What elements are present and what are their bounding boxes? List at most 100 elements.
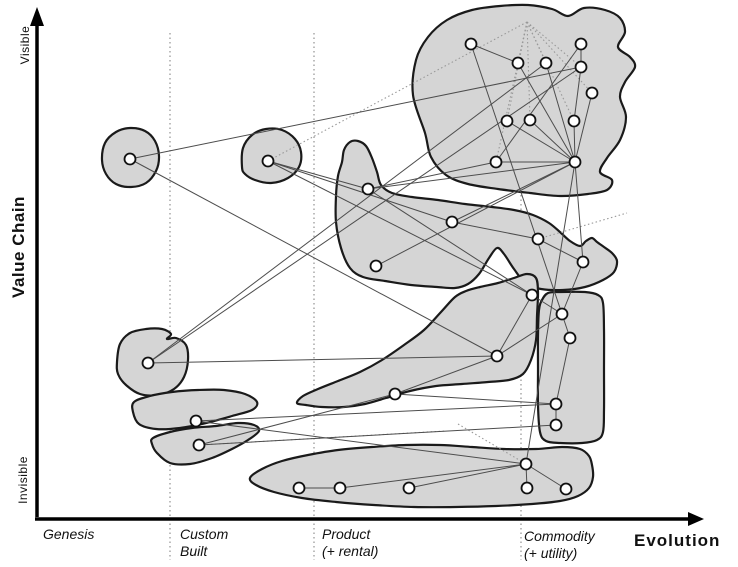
stage-label-line1: Custom: [180, 526, 229, 542]
map-edge-Z-V: [147, 355, 498, 364]
map-edge-O-K: [451, 161, 576, 223]
map-node-AC[interactable]: [292, 481, 306, 495]
map-edge-K-R: [375, 161, 576, 267]
map-edge-M-N: [267, 160, 369, 190]
map-edge-N-J: [367, 161, 497, 190]
map-node-P[interactable]: [531, 232, 545, 246]
map-edge-AE-AF: [408, 463, 527, 489]
map-node-AH[interactable]: [559, 482, 573, 496]
map-node-M[interactable]: [261, 154, 275, 168]
map-node-AE[interactable]: [402, 481, 416, 495]
stage-label-custom-built: Custom Built: [180, 526, 228, 560]
map-node-O[interactable]: [445, 215, 459, 229]
map-edge-F-K: [574, 92, 593, 163]
map-edge-AD-AF: [339, 463, 527, 489]
stage-label-line1: Genesis: [43, 526, 95, 542]
map-edge-M-O: [267, 160, 453, 223]
x-axis-title: Evolution: [634, 531, 721, 550]
map-edge-H-K: [529, 119, 576, 163]
map-edge-L-E: [129, 66, 582, 160]
dotted-link: [457, 423, 527, 465]
map-edge-M-S: [267, 160, 533, 296]
map-edge-K-Q: [574, 161, 584, 263]
map-node-B[interactable]: [574, 37, 588, 51]
map-node-F[interactable]: [585, 86, 599, 100]
map-edge-AF-AH: [525, 463, 567, 490]
stage-label-line2: (+ rental): [322, 543, 379, 559]
map-edge-C-K: [517, 62, 576, 163]
map-node-A[interactable]: [464, 37, 478, 51]
map-node-R[interactable]: [369, 259, 383, 273]
map-edge-P-Q: [537, 238, 584, 263]
map-node-AA[interactable]: [189, 414, 203, 428]
map-edge-AA-X: [195, 403, 557, 422]
map-node-Q[interactable]: [576, 255, 590, 269]
map-node-J[interactable]: [489, 155, 503, 169]
map-node-AF[interactable]: [519, 457, 533, 471]
map-edge-T-V: [496, 313, 563, 357]
map-edge-N-S: [367, 188, 533, 296]
map-edge-W-AB: [198, 393, 396, 446]
map-node-AD[interactable]: [333, 481, 347, 495]
map-node-U[interactable]: [563, 331, 577, 345]
map-edge-AB-Y: [198, 424, 557, 446]
central-whale-blob: [334, 139, 619, 292]
map-node-K[interactable]: [568, 155, 582, 169]
dotted-fan-link: [267, 21, 528, 162]
map-node-Y[interactable]: [549, 418, 563, 432]
y-axis-title: Value Chain: [9, 196, 28, 298]
map-node-T[interactable]: [555, 307, 569, 321]
stage-label-commodity: Commodity (+ utility): [524, 528, 595, 562]
map-node-V[interactable]: [490, 349, 504, 363]
map-edge-K-AF: [525, 161, 576, 465]
rounded-rect-blob: [536, 290, 606, 445]
map-edge-A-C: [470, 43, 519, 64]
stage-label-line2: (+ utility): [524, 545, 578, 561]
map-node-D[interactable]: [539, 56, 553, 70]
stage-label-genesis: Genesis: [43, 526, 94, 543]
map-node-N[interactable]: [361, 182, 375, 196]
map-edge-AA-AF: [195, 420, 527, 465]
stage-label-line2: Built: [180, 543, 208, 559]
map-edge-E-I: [573, 66, 582, 122]
map-node-AG[interactable]: [520, 481, 534, 495]
map-edge-T-Q: [561, 261, 584, 315]
map-node-G[interactable]: [500, 114, 514, 128]
y-axis-arrowhead-icon: [30, 7, 44, 26]
top-right-cluster-blob: [411, 3, 637, 198]
map-edge-B-J: [495, 43, 582, 163]
map-node-H[interactable]: [523, 113, 537, 127]
map-edge-V-W: [394, 355, 498, 395]
map-node-AB[interactable]: [192, 438, 206, 452]
stage-label-line1: Commodity: [524, 528, 595, 544]
dotted-link: [537, 212, 628, 240]
map-edge-A-T: [470, 43, 563, 315]
map-edge-N-K: [367, 161, 576, 190]
dotted-fan-link: [526, 21, 593, 94]
map-node-Z[interactable]: [141, 356, 155, 370]
map-edge-D-K: [545, 62, 576, 163]
stage-label-line1: Product: [322, 526, 371, 542]
map-edge-L-V: [129, 158, 498, 357]
map-node-L[interactable]: [123, 152, 137, 166]
map-node-E[interactable]: [574, 60, 588, 74]
map-edge-Z-D: [147, 62, 547, 364]
map-edge-U-X: [555, 337, 571, 405]
y-axis-top-label: Visible: [18, 25, 32, 65]
bottom-utility-blob: [248, 443, 595, 509]
map-node-S[interactable]: [525, 288, 539, 302]
map-node-X[interactable]: [549, 397, 563, 411]
map-edge-V-S: [496, 294, 533, 357]
map-edge-I-K: [573, 120, 576, 163]
map-node-I[interactable]: [567, 114, 581, 128]
map-edge-W-X: [394, 393, 557, 405]
upper-sliver-blob: [131, 388, 259, 431]
stage-label-product: Product (+ rental): [322, 526, 378, 560]
map-edge-O-P: [451, 221, 539, 240]
y-axis-bottom-label: Invisible: [16, 456, 30, 504]
map-node-W[interactable]: [388, 387, 402, 401]
x-axis-arrowhead-icon: [688, 512, 704, 526]
map-node-C[interactable]: [511, 56, 525, 70]
